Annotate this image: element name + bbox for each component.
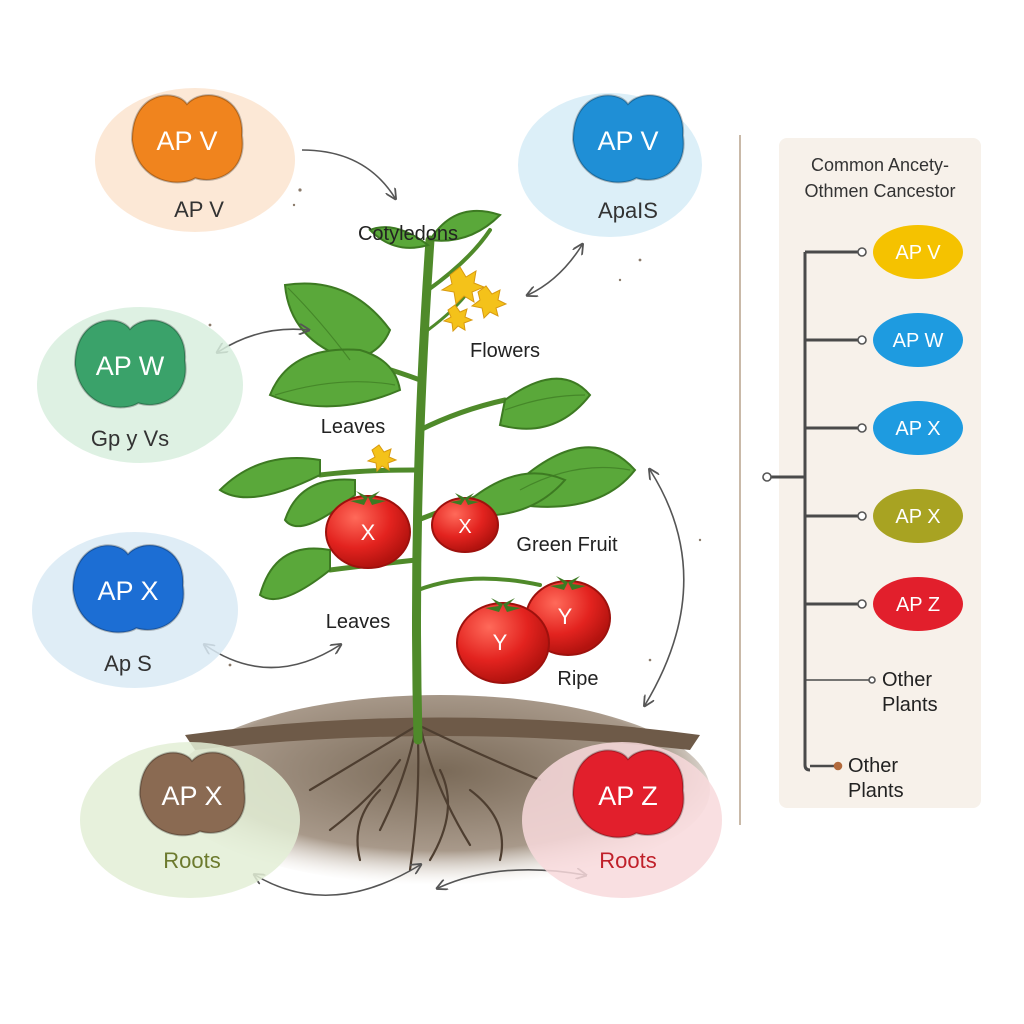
tree-leaf-label: AP X	[895, 506, 940, 528]
blob-caption: AP V	[174, 197, 224, 222]
node-1	[857, 247, 867, 257]
tree-leaf-3: AP X	[873, 401, 963, 455]
specks	[208, 188, 702, 667]
tree-leaf-label: AP V	[895, 242, 941, 264]
blob-title: AP W	[96, 351, 165, 381]
blob-title: AP V	[597, 126, 658, 156]
leaf-veins	[274, 287, 631, 491]
tomato-left: X	[325, 491, 411, 569]
other-plants-2-line-1: Other	[848, 755, 898, 777]
phylogeny-tree	[770, 250, 870, 772]
tree-leaf-2: AP W	[873, 313, 963, 367]
blob-shape	[138, 751, 246, 837]
tree-leaf-5: AP Z	[873, 577, 963, 631]
tree-leaf-pill	[873, 313, 963, 367]
node-other-2	[833, 761, 843, 771]
label-green-fruit: Green Fruit	[516, 534, 618, 556]
blob-bottom-right: AP Z Roots	[522, 742, 722, 898]
label-ripe: Ripe	[557, 668, 598, 690]
panel-title-line-2: Othmen Cancestor	[804, 181, 956, 201]
blob-top-right: AP V ApaIS	[518, 93, 702, 237]
tree-leaf-1: AP V	[873, 225, 963, 279]
leaves	[218, 209, 637, 601]
blob-caption: ApaIS	[598, 198, 658, 223]
arrow-mid-left	[218, 329, 308, 352]
label-leaves-lower: Leaves	[326, 611, 391, 633]
blob-title: AP Z	[598, 781, 658, 811]
blob-caption: Ap S	[104, 651, 152, 676]
node-4	[857, 511, 867, 521]
blob-title: AP X	[161, 781, 222, 811]
arrow-bottom-left	[255, 865, 420, 897]
blob-shape	[571, 94, 685, 184]
tree-leaf-label: AP W	[893, 330, 944, 352]
blob-caption: Gp y Vs	[91, 426, 169, 451]
fruit-mark-lower-left: Y	[493, 630, 508, 655]
node-3	[857, 423, 867, 433]
node-5	[857, 599, 867, 609]
blob-title: AP V	[156, 126, 217, 156]
tomato-middle: X	[431, 493, 499, 553]
blob-bottom-left: AP X Roots	[80, 742, 300, 898]
label-cotyledons: Cotyledons	[358, 223, 458, 245]
arrow-right-curve	[645, 470, 685, 705]
other-plants-1-line-1: Other	[882, 669, 932, 691]
panel-title-line-1: Common Ancety-	[810, 155, 950, 175]
tree-leaf-pill	[873, 401, 963, 455]
tree-leaf-pill	[873, 577, 963, 631]
tree-nodes	[762, 247, 876, 771]
arrow-top-right	[528, 245, 582, 295]
blob-shape	[73, 319, 187, 409]
root-node	[762, 472, 772, 482]
arrow-lower-left	[205, 645, 340, 669]
arrow-top-left	[301, 149, 395, 198]
blob-caption: Roots	[163, 848, 220, 873]
tree-leaves: AP V AP W AP X AP X AP Z	[873, 225, 963, 631]
tree-leaf-4: AP X	[873, 489, 963, 543]
blob-mid-left: AP W Gp y Vs	[37, 307, 243, 463]
fruit-mark-left: X	[361, 520, 376, 545]
tree-leaf-pill	[873, 225, 963, 279]
panel-title: Common Ancety- Othmen Cancestor	[779, 152, 981, 204]
other-plants-2-line-2: Plants	[848, 780, 904, 802]
blob-caption: Roots	[599, 848, 656, 873]
label-leaves-upper: Leaves	[321, 416, 386, 438]
tree-leaf-pill	[873, 489, 963, 543]
blob-top-left: AP V AP V	[95, 88, 295, 232]
node-other-1	[868, 676, 876, 684]
flowers	[366, 266, 508, 473]
blob-shape	[571, 749, 685, 839]
tree-leaf-label: AP Z	[896, 594, 940, 616]
blob-shape	[130, 94, 244, 184]
blob-shape	[71, 544, 185, 634]
blob-lower-left: AP X Ap S	[32, 532, 238, 688]
label-flowers: Flowers	[470, 340, 540, 362]
other-plants-1-line-2: Plants	[882, 694, 938, 716]
blob-title: AP X	[97, 576, 158, 606]
tomato-lower-left: Y	[456, 598, 550, 684]
fruit-mark-lower-right: Y	[558, 604, 573, 629]
tree-leaf-label: AP X	[895, 418, 940, 440]
node-2	[857, 335, 867, 345]
fruit-mark-middle: X	[458, 516, 471, 538]
